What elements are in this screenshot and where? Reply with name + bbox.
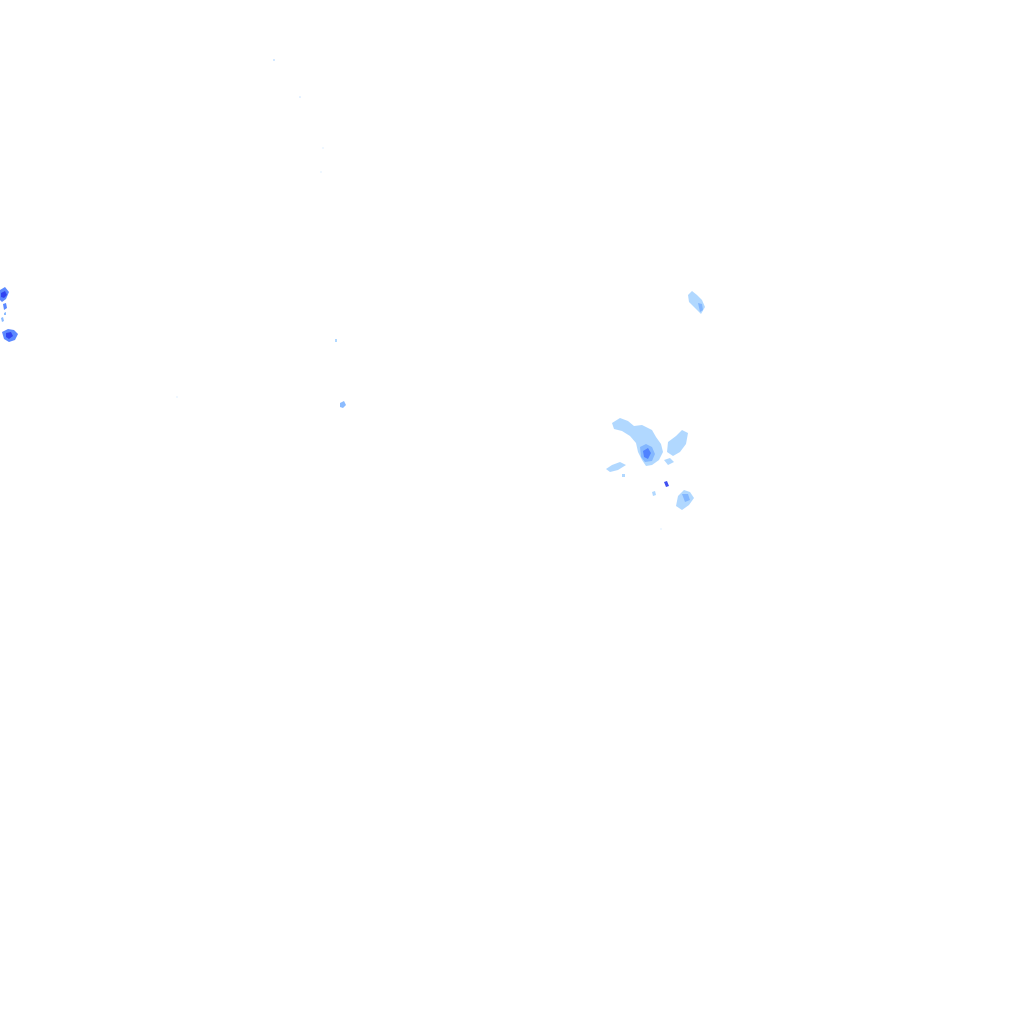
precip-cell-central-east-cluster [606,418,688,496]
precip-cell-west-edge-cluster [0,287,18,342]
precip-cell-north-east-cell [688,291,705,314]
precip-cell-central-speck [335,339,346,408]
faint-specks [176,59,662,530]
precip-cell-south-east-cell [676,490,694,510]
